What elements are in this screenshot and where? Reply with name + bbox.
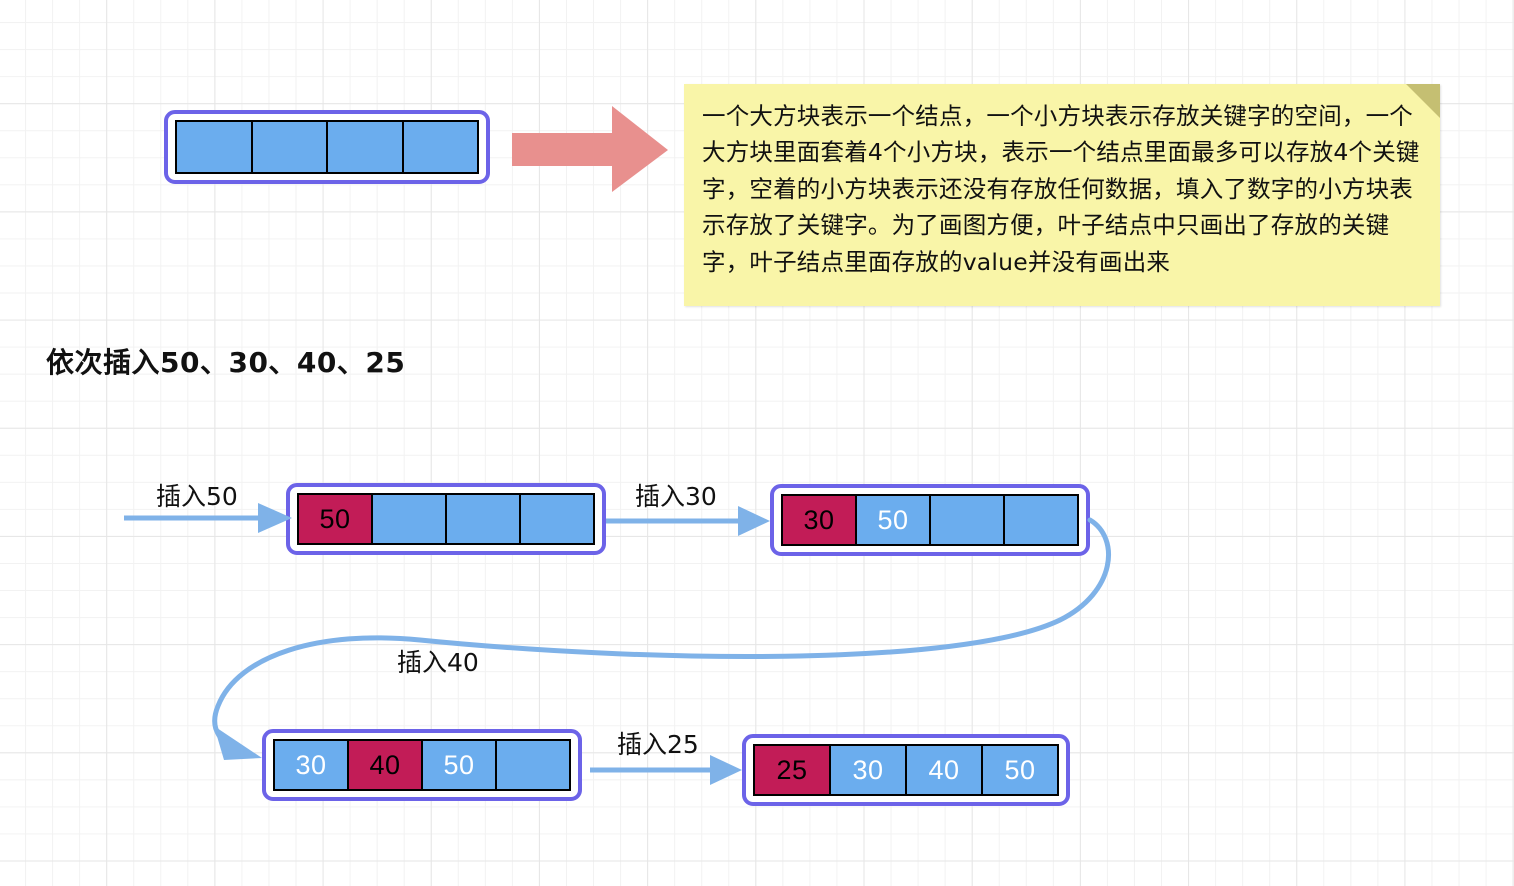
note-text: 一个大方块表示一个结点，一个小方块表示存放关键字的空间，一个大方块里面套着4个小… — [702, 102, 1420, 276]
node-1-cells: 50 — [297, 493, 595, 545]
legend-node-cells — [175, 120, 479, 174]
label-insert-30: 插入30 — [635, 482, 717, 511]
explanation-note: 一个大方块表示一个结点，一个小方块表示存放关键字的空间，一个大方块里面套着4个小… — [684, 84, 1440, 306]
node-4-cell-1: 30 — [831, 746, 907, 794]
node-2-cell-0: 30 — [783, 496, 857, 544]
big-callout-arrow — [512, 106, 668, 192]
node-2-cell-1: 50 — [857, 496, 931, 544]
node-2-cell-3 — [1005, 496, 1077, 544]
note-fold-corner-icon — [1406, 84, 1440, 118]
node-after-insert-30: 30 50 — [770, 484, 1090, 556]
node-1-cell-3 — [521, 495, 593, 543]
legend-cell-1 — [252, 122, 328, 172]
node-1-cell-1 — [373, 495, 447, 543]
legend-empty-node — [164, 110, 490, 184]
legend-cell-3 — [403, 122, 477, 172]
legend-cell-0 — [177, 122, 253, 172]
node-3-cell-3 — [497, 741, 569, 789]
node-2-cells: 30 50 — [781, 494, 1079, 546]
node-3-cells: 30 40 50 — [273, 739, 571, 791]
legend-cell-2 — [328, 122, 404, 172]
node-2-cell-2 — [931, 496, 1005, 544]
node-4-cell-3: 50 — [983, 746, 1057, 794]
node-1-cell-0: 50 — [299, 495, 373, 543]
label-insert-25: 插入25 — [617, 730, 699, 759]
page-title: 依次插入50、30、40、25 — [46, 346, 406, 379]
node-3-cell-0: 30 — [275, 741, 349, 789]
node-3-cell-2: 50 — [423, 741, 497, 789]
node-4-cells: 25 30 40 50 — [753, 744, 1059, 796]
node-3-cell-1: 40 — [349, 741, 423, 789]
node-after-insert-50: 50 — [286, 483, 606, 555]
label-insert-40: 插入40 — [397, 648, 479, 677]
curve-node-2-to-node-3 — [212, 517, 1111, 760]
node-after-insert-40: 30 40 50 — [262, 729, 582, 801]
node-4-cell-2: 40 — [907, 746, 983, 794]
node-4-cell-0: 25 — [755, 746, 831, 794]
label-insert-50: 插入50 — [156, 482, 238, 511]
node-1-cell-2 — [447, 495, 521, 543]
node-after-insert-25: 25 30 40 50 — [742, 734, 1070, 806]
